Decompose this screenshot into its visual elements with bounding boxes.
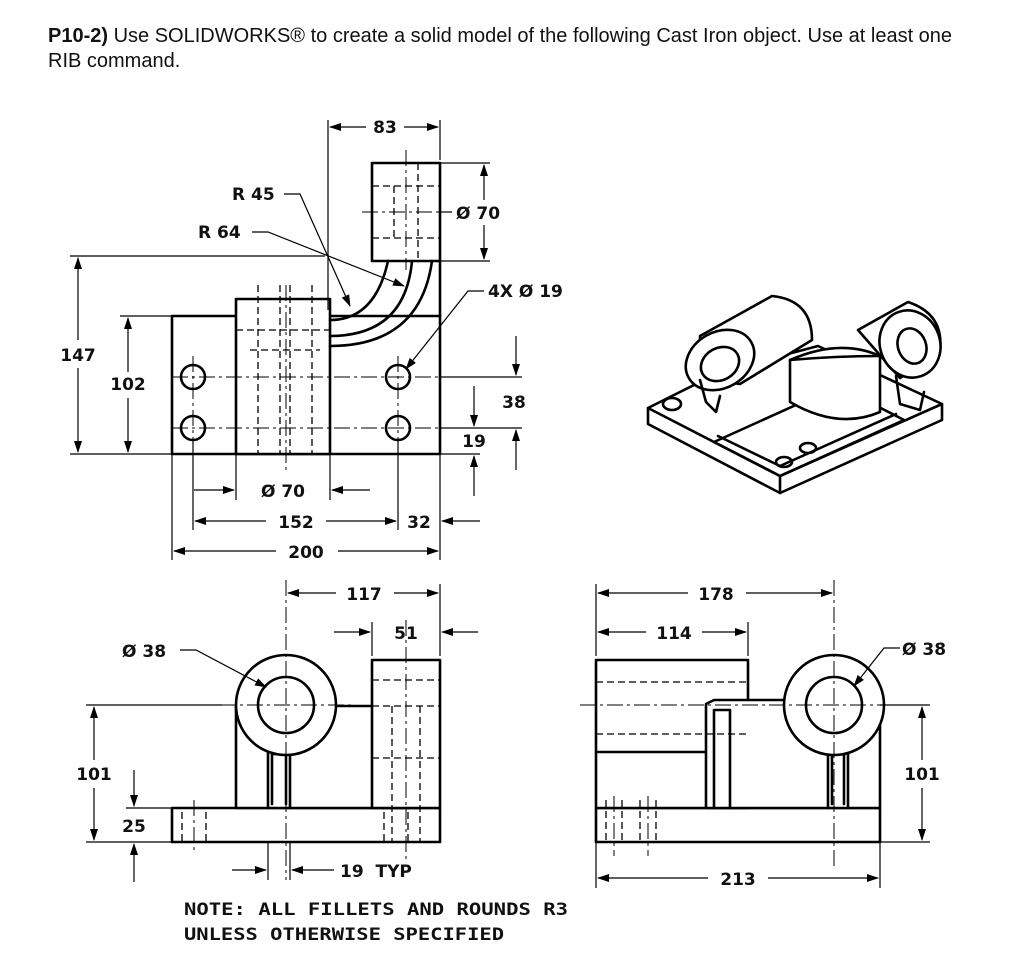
dim-r45: R 45: [232, 185, 275, 205]
dim-117: 117: [346, 585, 382, 605]
dim-114: 114: [656, 624, 692, 644]
dim-dia38-side: Ø 38: [902, 640, 946, 660]
dim-holes: 4X Ø 19: [488, 282, 563, 302]
top-view: 83 R 45 R 64 Ø 70 4X Ø 19 147 102 38: [60, 118, 563, 563]
dim-25: 25: [122, 817, 146, 837]
dim-19-typ: 19 TYP: [340, 862, 412, 882]
problem-header: P10-2) Use SOLIDWORKS® to create a solid…: [48, 24, 988, 74]
dim-147: 147: [60, 346, 96, 366]
dim-38: 38: [502, 393, 526, 413]
problem-id: P10-2): [48, 25, 109, 47]
dim-101-front: 101: [76, 765, 112, 785]
note-line-1: NOTE: ALL FILLETS AND ROUNDS R3: [184, 900, 568, 920]
side-view: 178 114 Ø 38 101 213: [580, 580, 946, 890]
dim-213: 213: [720, 870, 756, 890]
dim-19: 19: [462, 432, 486, 452]
dim-dia70-boss: Ø 70: [456, 204, 500, 224]
dim-dia38: Ø 38: [122, 642, 166, 662]
dim-r64: R 64: [198, 223, 241, 243]
problem-instruction: Use SOLIDWORKS® to create a solid model …: [48, 25, 953, 72]
iso-hole: [661, 396, 683, 412]
note-line-2: UNLESS OTHERWISE SPECIFIED: [184, 925, 504, 945]
isometric-view: [646, 294, 944, 495]
dim-102: 102: [110, 375, 146, 395]
iso-hole: [798, 441, 818, 455]
dim-200: 200: [288, 543, 324, 563]
dim-178: 178: [698, 585, 734, 605]
dim-101-side: 101: [904, 765, 940, 785]
dim-152: 152: [278, 513, 314, 533]
iso-hole: [774, 455, 794, 469]
dim-83: 83: [373, 118, 397, 138]
front-view: 117 51 Ø 38 101 25 19 TYP: [76, 580, 478, 882]
dim-32: 32: [407, 513, 431, 533]
dim-51: 51: [394, 624, 418, 644]
dim-dia70-base: Ø 70: [261, 482, 305, 502]
